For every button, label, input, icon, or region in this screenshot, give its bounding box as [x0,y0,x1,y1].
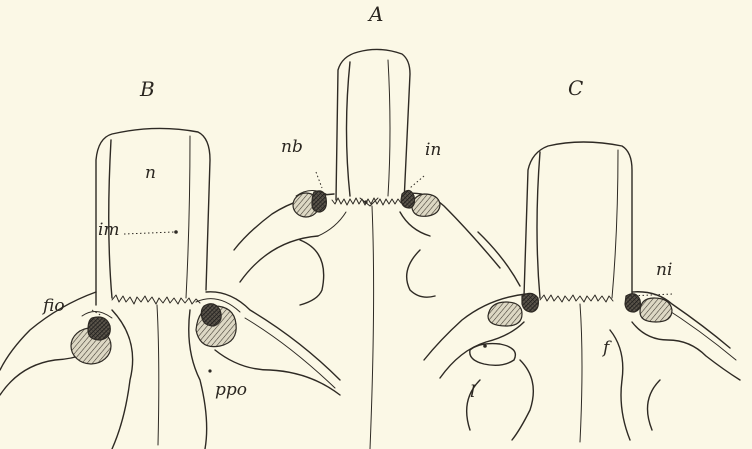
label-im: im [98,222,120,239]
label-f: f [603,340,609,357]
panel-label-c: C [568,78,583,98]
label-fio: fio [43,298,65,315]
label-in: in [425,142,441,159]
label-n: n [145,165,156,182]
label-l: l [470,384,475,401]
panel-label-b: B [140,79,155,99]
label-nb: nb [281,139,303,156]
label-ppo: ppo [215,382,247,399]
panel-b-drawing [0,128,340,449]
label-ni: ni [656,262,672,279]
panel-label-a: A [369,4,383,24]
panel-a-drawing [234,49,520,449]
